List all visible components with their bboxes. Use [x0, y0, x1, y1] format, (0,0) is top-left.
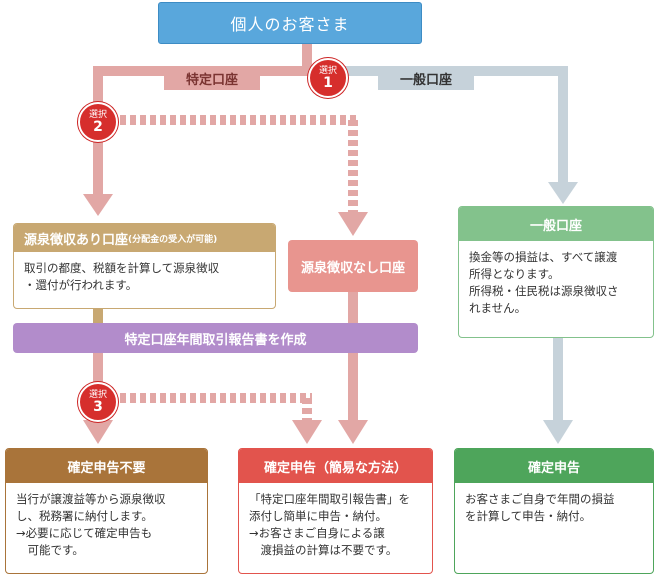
- connector-top-down: [302, 44, 312, 76]
- no-tax-return-box: 確定申告不要 当行が譲渡益等から源泉徴収 し、税務署に納付します。 →必要に応じ…: [5, 448, 208, 574]
- arrow-nashi-to-kan: [338, 420, 368, 444]
- connector-ari-to-bar: [93, 309, 103, 323]
- label-ippan-account: 一般口座: [378, 66, 474, 90]
- withholding-account-header: 源泉徴収あり口座(分配金の受入が可能): [14, 224, 275, 252]
- arrow-to-gensen-ari: [83, 194, 113, 216]
- tax-return-title: 確定申告: [455, 449, 653, 483]
- connector-ippan-bottom-down: [553, 338, 563, 424]
- tax-return-box: 確定申告 お客さまご自身で年間の損益 を計算して申告・納付。: [454, 448, 654, 574]
- badge-number: 3: [93, 398, 103, 415]
- badge-word: 選択: [318, 65, 337, 76]
- general-account-body: 換金等の損益は、すべて譲渡 所得となります。 所得税・住民税は源泉徴収さ れませ…: [469, 250, 619, 315]
- general-account-title: 一般口座: [459, 207, 653, 241]
- choice-badge-1: 選択 1: [308, 58, 348, 98]
- arrow-to-gensen-nashi: [338, 212, 368, 236]
- arrow-to-fuyou: [83, 420, 113, 444]
- no-withholding-account-box: 源泉徴収なし口座: [288, 240, 418, 292]
- connector-nashi-down: [348, 292, 358, 422]
- choice-badge-3: 選択 3: [78, 382, 118, 422]
- simple-tax-return-title: 確定申告（簡易な方法）: [239, 449, 432, 483]
- withholding-account-box: 源泉徴収あり口座(分配金の受入が可能) 取引の都度、税額を計算して源泉徴収 ・還…: [13, 223, 276, 309]
- connector-ippan-down: [558, 66, 568, 184]
- withholding-account-title: 源泉徴収あり口座: [24, 232, 129, 248]
- customer-box: 個人のお客さま: [158, 2, 422, 44]
- badge-number: 2: [93, 118, 103, 135]
- annual-report-bar: 特定口座年間取引報告書を作成: [13, 323, 418, 353]
- arrow-to-ippan-kakutei: [543, 420, 573, 444]
- arrow-dashed-to-kan: [292, 420, 322, 444]
- choice-badge-2: 選択 2: [78, 102, 118, 142]
- simple-tax-return-box: 確定申告（簡易な方法） 「特定口座年間取引報告書」を 添付し簡単に申告・納付。 …: [238, 448, 433, 574]
- arrow-to-ippan-box: [548, 182, 578, 204]
- general-account-box: 一般口座 換金等の損益は、すべて譲渡 所得となります。 所得税・住民税は源泉徴収…: [458, 206, 654, 338]
- no-tax-return-title: 確定申告不要: [6, 449, 207, 483]
- simple-tax-return-body: 「特定口座年間取引報告書」を 添付し簡単に申告・納付。 →お客さまご自身による譲…: [249, 492, 410, 557]
- withholding-account-note: (分配金の受入が可能): [128, 234, 218, 245]
- badge-word: 選択: [88, 109, 107, 120]
- label-tokutei-account: 特定口座: [164, 66, 260, 90]
- no-tax-return-body: 当行が譲渡益等から源泉徴収 し、税務署に納付します。 →必要に応じて確定申告も …: [16, 492, 166, 557]
- badge-number: 1: [323, 74, 333, 91]
- tax-return-body: お客さまご自身で年間の損益 を計算して申告・納付。: [465, 492, 615, 523]
- withholding-account-body: 取引の都度、税額を計算して源泉徴収 ・還付が行われます。: [24, 261, 220, 292]
- badge-word: 選択: [88, 389, 107, 400]
